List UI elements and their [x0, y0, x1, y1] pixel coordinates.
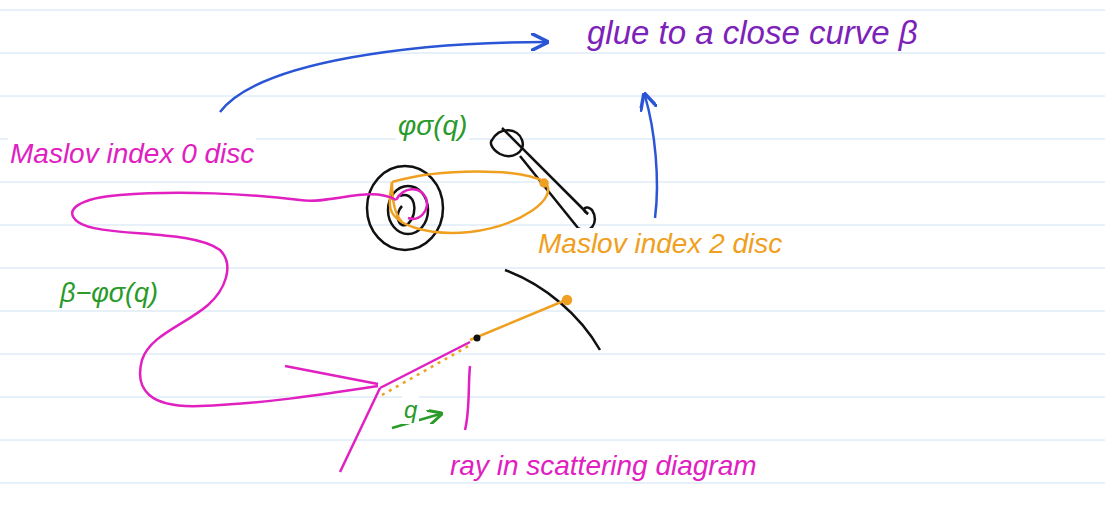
blue-arrow	[645, 96, 657, 218]
maslov-two-disc	[382, 172, 571, 396]
math-label: φσ(q)	[396, 110, 469, 142]
maslov-zero-disc	[72, 189, 470, 472]
disc-label: Maslov index 2 disc	[536, 228, 784, 260]
ruled-lines	[0, 10, 1105, 483]
ray-label: ray in scattering diagram	[448, 450, 759, 482]
disc-label: Maslov index 0 disc	[8, 138, 256, 170]
endpoint-dot	[474, 335, 481, 342]
point-label: q	[402, 396, 419, 424]
blue-arrow	[220, 42, 545, 112]
math-label: β−φσ(q)	[58, 278, 160, 309]
note-text: glue to a close curve β	[585, 14, 920, 52]
